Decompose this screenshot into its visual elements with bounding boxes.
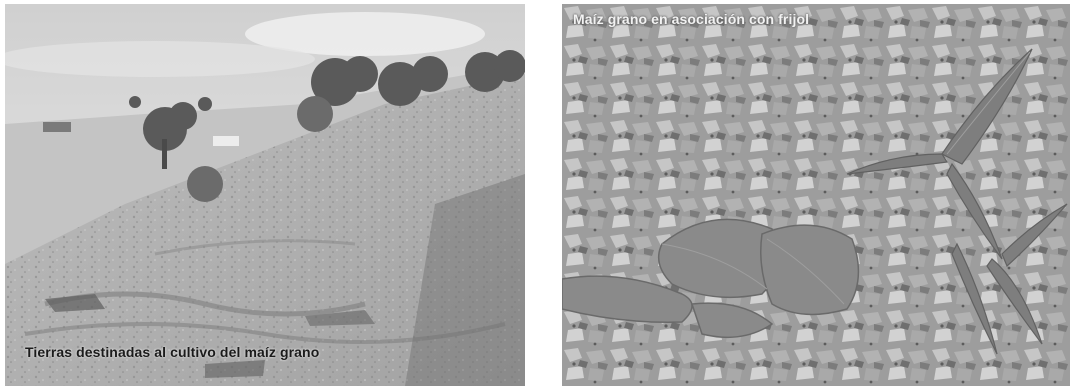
seedlings-on-rocky-soil-photo: Maíz grano en asociación con frijol bbox=[562, 4, 1070, 386]
photo-caption-left: Tierras destinadas al cultivo del maíz g… bbox=[25, 344, 320, 360]
hillside-field-photo: Tierras destinadas al cultivo del maíz g… bbox=[5, 4, 525, 386]
seedlings-on-rocky-soil-image bbox=[562, 4, 1070, 386]
photo-caption-right: Maíz grano en asociación con frijol bbox=[573, 11, 810, 27]
hillside-field-image bbox=[5, 4, 525, 386]
